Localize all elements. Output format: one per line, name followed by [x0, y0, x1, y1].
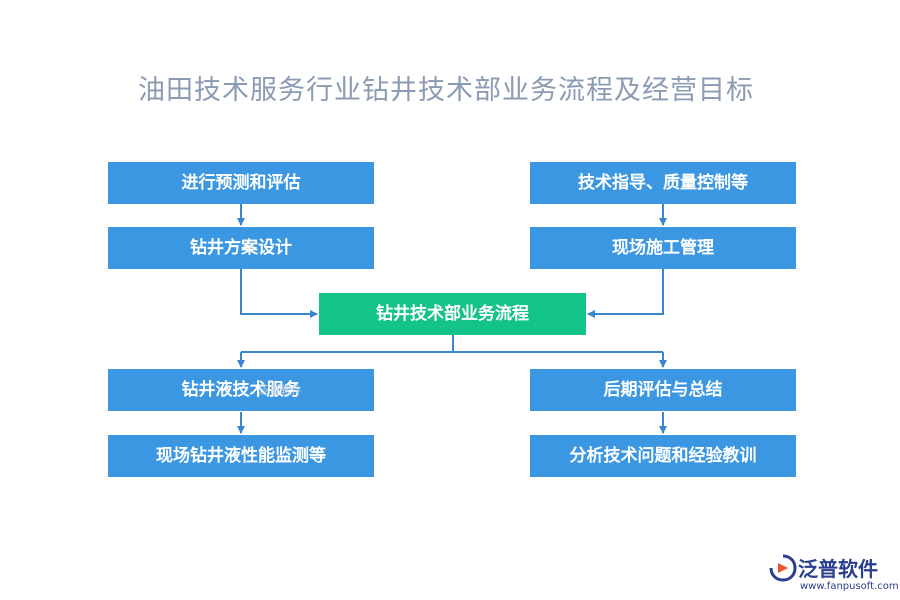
- brand-logo: 泛普软件 www.fanpusoft.com: [768, 553, 899, 597]
- node-fluid-monitoring: 现场钻井液性能监测等: [108, 435, 374, 477]
- logo-url: www.fanpusoft.com: [800, 581, 899, 592]
- watermark-text: 泛普软件: [258, 384, 302, 397]
- node-problem-analysis: 分析技术问题和经验教训: [530, 435, 796, 477]
- node-drilling-plan-design: 钻井方案设计: [108, 227, 374, 269]
- node-forecast-evaluation: 进行预测和评估: [108, 162, 374, 204]
- node-drilling-fluid-service: 钻井液技术服务: [108, 369, 374, 411]
- diagram-title: 油田技术服务行业钻井技术部业务流程及经营目标: [138, 75, 754, 106]
- arrow-right2-to-center: [587, 269, 664, 318]
- fanpu-logo-icon: [769, 554, 797, 582]
- node-site-construction-management: 现场施工管理: [530, 227, 796, 269]
- node-technical-guidance: 技术指导、质量控制等: [530, 162, 796, 204]
- logo-name: 泛普软件: [798, 557, 878, 581]
- node-center-process: 钻井技术部业务流程: [319, 293, 586, 335]
- node-post-evaluation: 后期评估与总结: [530, 369, 796, 411]
- arrow-left2-to-center: [240, 269, 318, 318]
